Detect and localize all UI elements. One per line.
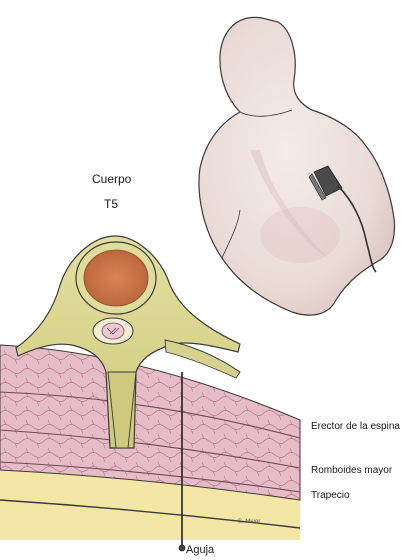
vertebral-body-marrow <box>84 250 148 306</box>
artist-signature: S. Meier <box>238 519 260 525</box>
label-trapecio: Trapecio <box>311 491 350 501</box>
needle-hub <box>179 545 185 551</box>
label-romboides: Romboides mayor <box>311 466 392 476</box>
label-erector: Erector de la espina <box>311 422 400 432</box>
label-aguja: Aguja <box>186 545 214 556</box>
label-cuerpo: Cuerpo <box>92 173 131 185</box>
label-t5: T5 <box>104 198 118 210</box>
torso-figure <box>199 17 395 315</box>
torso-outline <box>199 17 395 315</box>
torso-shading-2 <box>260 207 340 263</box>
tissue-cross-section <box>0 345 300 540</box>
